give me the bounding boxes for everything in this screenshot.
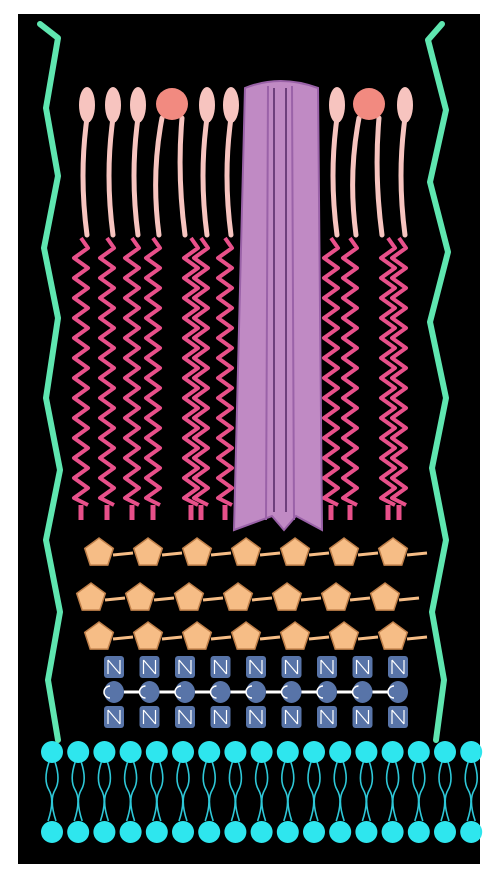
crosslink-middle-ring (140, 681, 160, 703)
membrane-bottom-head (434, 821, 456, 843)
membrane-top-head (93, 741, 115, 763)
membrane-top-head (67, 741, 89, 763)
membrane-bottom-head (355, 821, 377, 843)
sugar-link (407, 637, 427, 639)
membrane-bottom-head (277, 821, 299, 843)
sugar-link (407, 553, 427, 555)
membrane-bottom-head (93, 821, 115, 843)
sugar-link (211, 553, 231, 555)
crosslink-middle-ring (104, 681, 124, 703)
sugar-link (301, 598, 321, 600)
sugar-link (113, 637, 133, 639)
membrane-top-head (120, 741, 142, 763)
lipid-head-oval-icon (130, 87, 146, 123)
crosslink-middle-ring (246, 681, 266, 703)
crosslink-peptide-icon (388, 656, 408, 728)
membrane-bottom-head (67, 821, 89, 843)
crosslink-middle-ring (388, 681, 408, 703)
crosslink-middle-ring (317, 681, 337, 703)
membrane-top-head (277, 741, 299, 763)
membrane-bottom-head (303, 821, 325, 843)
membrane-top-head (224, 741, 246, 763)
sugar-link (350, 598, 370, 600)
sugar-link (105, 598, 125, 600)
sugar-link (358, 637, 378, 639)
lipid-head-round-icon (156, 88, 188, 120)
channel-protein (234, 81, 322, 530)
membrane-bottom-head (460, 821, 482, 843)
membrane-bottom-head (408, 821, 430, 843)
sugar-link (154, 598, 174, 600)
membrane-bottom-head (382, 821, 404, 843)
membrane-bottom-head (41, 821, 63, 843)
crosslink-middle-ring (211, 681, 231, 703)
lipid-head-oval-icon (223, 87, 239, 123)
membrane-bottom-head (120, 821, 142, 843)
sugar-link (309, 637, 329, 639)
lipid-head-oval-icon (79, 87, 95, 123)
crosslink-middle-ring (353, 681, 373, 703)
sugar-link (113, 553, 133, 555)
membrane-top-head (146, 741, 168, 763)
membrane-top-head (434, 741, 456, 763)
sugar-link (309, 553, 329, 555)
membrane-top-head (198, 741, 220, 763)
membrane-bottom-head (172, 821, 194, 843)
lipid-head-oval-icon (397, 87, 413, 123)
sugar-link (203, 598, 223, 600)
sugar-link (252, 598, 272, 600)
sugar-link (162, 553, 182, 555)
membrane-top-head (460, 741, 482, 763)
sugar-link (211, 637, 231, 639)
membrane-top-head (303, 741, 325, 763)
lipid-head-oval-icon (105, 87, 121, 123)
membrane-top-head (41, 741, 63, 763)
membrane-top-head (355, 741, 377, 763)
membrane-top-head (329, 741, 351, 763)
sugar-link (260, 553, 280, 555)
membrane-bottom-head (251, 821, 273, 843)
membrane-top-head (408, 741, 430, 763)
membrane-bottom-head (146, 821, 168, 843)
crosslink-middle-ring (175, 681, 195, 703)
membrane-bottom-head (329, 821, 351, 843)
lipid-head-oval-icon (199, 87, 215, 123)
membrane-top-head (172, 741, 194, 763)
lipid-head-round-icon (353, 88, 385, 120)
membrane-top-head (382, 741, 404, 763)
crosslink-middle-ring (282, 681, 302, 703)
sugar-link (358, 553, 378, 555)
channel-protein-icon (234, 81, 322, 530)
lipid-head-oval-icon (329, 87, 345, 123)
peptide-crosslink-layer (104, 656, 408, 728)
membrane-top-head (251, 741, 273, 763)
sugar-link (260, 637, 280, 639)
sugar-link (399, 598, 419, 600)
sugar-link (162, 637, 182, 639)
membrane-bottom-head (224, 821, 246, 843)
membrane-bottom-head (198, 821, 220, 843)
